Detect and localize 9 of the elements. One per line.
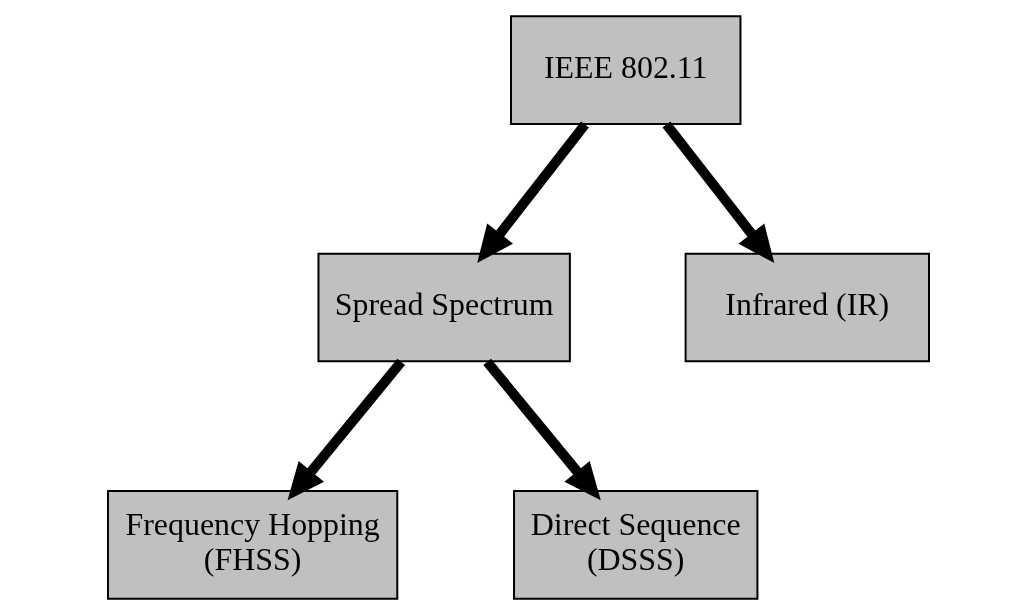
arrow xyxy=(482,358,601,501)
arrow xyxy=(287,358,405,501)
arrow xyxy=(662,121,774,264)
arrow xyxy=(476,121,589,264)
node-box: Frequency Hopping (FHSS) xyxy=(106,490,398,600)
node-box: Infrared (IR) xyxy=(684,252,930,363)
node-box: Spread Spectrum xyxy=(317,252,571,363)
node-box: IEEE 802.11 xyxy=(509,15,741,125)
node-box: Direct Sequence (DSSS) xyxy=(512,490,758,600)
